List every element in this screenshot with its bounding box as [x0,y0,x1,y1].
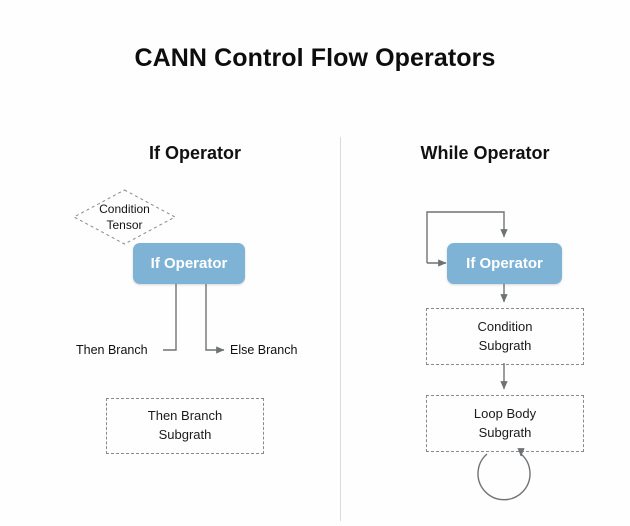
then-branch-label: Then Branch [76,343,148,357]
then-branch-subgraph-line1: Then Branch [147,408,223,424]
condition-subgraph-line1: Condition [477,318,533,334]
panel-divider [340,137,341,521]
loop-body-subgraph-box[interactable]: Loop Body Subgrath [426,395,584,452]
then-branch-edge [163,284,177,351]
loop-body-subgraph-line1: Loop Body [473,405,537,421]
if-operator-box-label: If Operator [150,255,228,272]
while-if-operator-box-label: If Operator [466,255,543,272]
else-branch-label: Else Branch [230,343,298,357]
page-title: CANN Control Flow Operators [134,44,496,72]
then-branch-subgraph-box[interactable]: Then Branch Subgrath [106,398,264,454]
condition-tensor-label: Condition Tensor [73,189,176,245]
then-branch-subgraph-line2: Subgrath [158,427,212,442]
condition-tensor-line1: Condition [99,201,150,216]
condition-tensor-node[interactable]: Condition Tensor [73,189,176,245]
while-if-operator-box[interactable]: If Operator [447,243,562,284]
condition-subgraph-line2: Subgrath [478,337,532,353]
diamond-shape-icon [73,189,176,245]
condition-tensor-line2: Tensor [106,218,143,232]
condition-subgraph-box[interactable]: Condition Subgrath [426,308,584,365]
if-panel-title: If Operator [148,143,241,163]
while-panel-title: While Operator [420,143,550,163]
loop-body-subgraph-line2: Subgrath [478,424,532,440]
if-operator-box[interactable]: If Operator [133,243,245,284]
loop-body-return-edge [477,448,531,501]
else-branch-edge [205,284,225,354]
